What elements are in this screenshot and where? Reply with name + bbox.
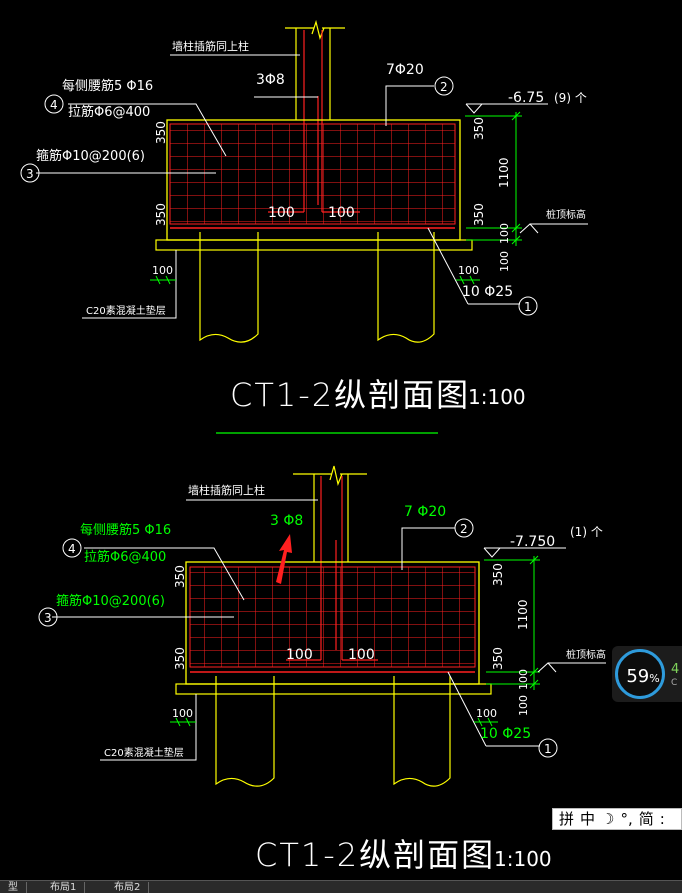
ime-lang-toggle[interactable]: 中 [580,810,596,828]
pile-top-label-2: 桩顶标高 [566,648,606,661]
ime-toolbar[interactable]: 拼 中 ☽ °, 简 : [552,808,682,830]
ime-simplified-toggle[interactable]: 简 [638,810,654,828]
progress-value: 59% [626,666,660,687]
circle-tags-2 [38,518,558,758]
hook-left-label-2: 100 [286,647,313,663]
stirrup-top-label: 3Φ8 [256,72,285,88]
scale-label: 1:100 [468,385,526,409]
rebar-mesh-2 [189,566,476,668]
ime-punct-toggle[interactable]: °, [620,810,633,828]
tag-3: 3 [26,167,34,181]
column-note-2: 墙柱插筋同上柱 [188,483,265,497]
dim-350-left-bottom-2: 350 [173,647,187,670]
dim-100-right-2: 100 [476,707,497,720]
elevation-value-2: -7.750 [510,534,555,550]
small-dim-ticks [150,275,480,285]
dim-1100: 1100 [497,157,511,188]
side-bar-label-2: 每侧腰筋5 Φ16 [80,522,171,538]
piles-2 [215,676,451,787]
elevation-marker [465,103,588,234]
progress-side-a: 4 [671,662,680,677]
dim-100-b: 100 [498,251,511,272]
dim-350-bottom: 350 [472,203,486,226]
tag-2-b: 2 [460,522,468,536]
hook-left-label: 100 [268,205,295,221]
bottom-bar-label: 10 Φ25 [462,284,513,300]
rebar-mesh [169,123,456,225]
dim-1100-2: 1100 [516,599,530,630]
leader-lines [36,54,520,319]
dimension-chain [465,111,522,246]
hook-right-label-2: 100 [348,647,375,663]
section-bottom: 墙柱插筋同上柱 3 Φ8 7 Φ20 2 每侧腰筋5 Φ16 4 拉筋Φ6@40… [38,465,606,874]
elevation-marker-2 [483,547,606,673]
dimension-chain-2 [484,555,540,690]
scale-label-2: 1:100 [494,847,552,871]
progress-side-b: C [671,678,678,688]
progress-ring: 59% [615,649,665,699]
dim-100-right: 100 [458,264,479,277]
tag-2: 2 [440,80,448,94]
section-top: 墙柱插筋同上柱 3Φ8 7Φ20 2 每侧腰筋5 Φ16 4 拉筋Φ6@400 … [20,19,588,434]
dim-350-top: 350 [472,117,486,140]
tag-4: 4 [50,98,58,112]
tag-1: 1 [524,300,532,314]
tag-1-b: 1 [544,742,552,756]
column-outline [285,19,345,120]
section-title: CT1-2纵剖面图 [230,376,470,414]
ime-more-icon[interactable]: : [659,810,665,828]
tie-bar-label-2: 拉筋Φ6@400 [84,549,166,565]
column-outline-2 [293,465,367,562]
bottom-bar-label-2: 10 Φ25 [480,726,531,742]
small-dim-ticks-2 [170,717,498,727]
annotation-arrow [276,534,292,584]
side-bar-label: 每侧腰筋5 Φ16 [62,78,153,94]
tab-layout2[interactable]: 布局2 [106,882,150,893]
dim-350-left-bottom: 350 [154,203,168,226]
dim-100-left-2: 100 [172,707,193,720]
column-note: 墙柱插筋同上柱 [172,39,249,53]
stirrup-top-label-2: 3 Φ8 [270,513,303,529]
cushion-layer-2 [175,683,492,695]
ime-moon-icon[interactable]: ☽ [601,810,615,828]
dim-100-a-2: 100 [517,669,530,690]
stirrup-label: 箍筋Φ10@200(6) [36,148,145,164]
layout-tab-bar: 型 布局1 布局2 [0,880,682,893]
dim-350-left-top-2: 350 [173,565,187,588]
count-note: (9) 个 [554,91,587,105]
ime-grid-icon[interactable]: 拼 [559,810,575,828]
cushion-layer [155,239,473,251]
cushion-label-2: C20素混凝土垫层 [104,746,184,759]
top-bar-label: 7Φ20 [386,62,424,78]
dim-100-left: 100 [152,264,173,277]
circle-tags [20,76,538,316]
stirrup-label-2: 箍筋Φ10@200(6) [56,593,165,609]
tab-layout1[interactable]: 布局1 [42,882,86,893]
top-bar-label-2: 7 Φ20 [404,504,446,520]
tie-bar-label: 拉筋Φ6@400 [68,104,150,120]
progress-widget[interactable]: 59% 4 C [612,646,682,702]
section-title-2: CT1-2纵剖面图 [255,836,495,874]
leader-lines-2 [52,499,540,761]
elevation-value: -6.75 [508,90,544,106]
dim-350-top-2: 350 [491,563,505,586]
hook-right-label: 100 [328,205,355,221]
dim-100-a: 100 [498,223,511,244]
tag-4-b: 4 [68,542,76,556]
cushion-label: C20素混凝土垫层 [86,304,166,317]
pile-top-label: 桩顶标高 [546,208,586,221]
dim-350-bottom-2: 350 [491,647,505,670]
dim-100-b-2: 100 [517,695,530,716]
dim-350-left-top: 350 [154,121,168,144]
tab-model[interactable]: 型 [0,882,27,893]
tag-3-b: 3 [44,611,52,625]
count-note-2: (1) 个 [570,525,603,539]
piles [199,232,435,343]
